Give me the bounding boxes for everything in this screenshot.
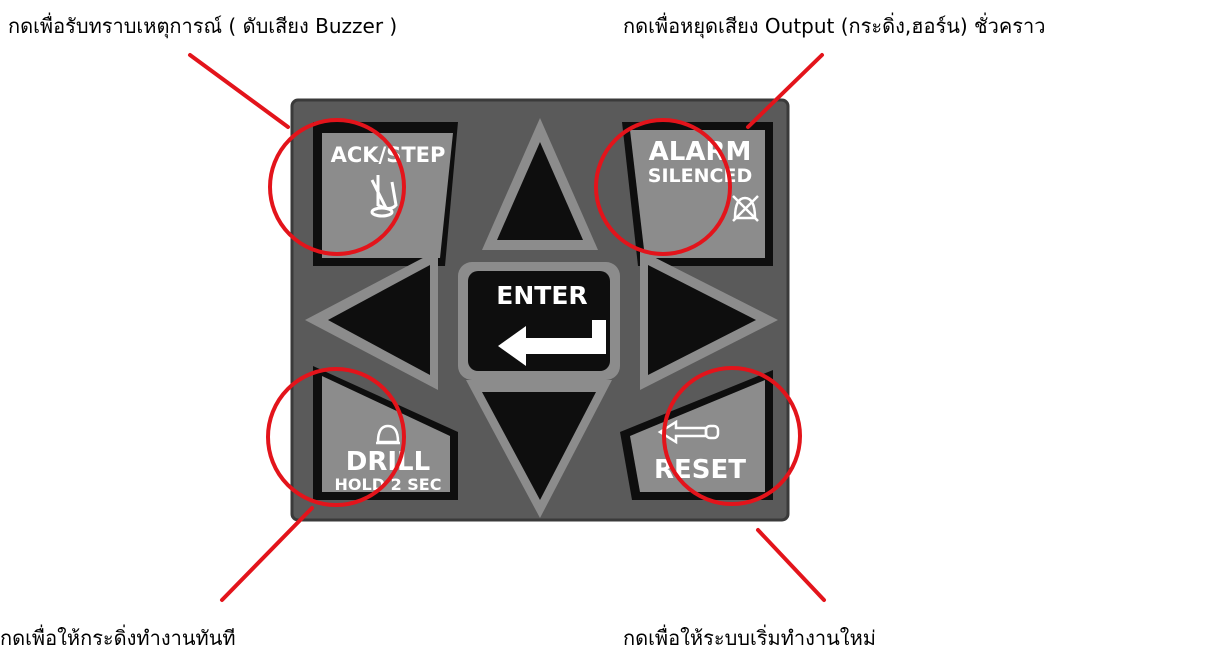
alarm-pointer-line	[746, 53, 824, 129]
drill-hold-label: HOLD 2 SEC	[335, 475, 442, 494]
alarm-silenced-annotation: กดเพื่อหยุดเสียง Output (กระดิ่ง,ฮอร์น) …	[623, 14, 1046, 38]
alarm-label: ALARM	[649, 137, 752, 167]
ack-step-button[interactable]: ACK/STEP	[313, 122, 458, 266]
enter-button[interactable]: ENTER	[458, 262, 620, 380]
drill-pointer-line	[220, 506, 314, 602]
drill-button[interactable]: DRILL HOLD 2 SEC	[313, 366, 458, 500]
enter-arrow-icon	[498, 320, 606, 366]
highlight-rings	[266, 118, 802, 507]
right-arrow-button[interactable]	[640, 250, 778, 390]
reset-pointer-line	[756, 528, 826, 602]
alarm-silenced-button[interactable]: ALARM SILENCED	[622, 122, 773, 266]
down-arrow-button[interactable]	[466, 380, 612, 518]
left-arrow-button[interactable]	[305, 250, 438, 390]
alarm-highlight-ring	[594, 118, 732, 256]
ack-step-label: ACK/STEP	[331, 143, 446, 167]
reset-highlight-ring	[662, 366, 802, 506]
reset-arrow-icon	[657, 419, 720, 445]
bell-crossed-icon	[732, 195, 759, 222]
drill-label: DRILL	[346, 447, 430, 477]
buzzer-silence-icon	[370, 175, 398, 218]
up-arrow-button[interactable]	[482, 118, 598, 250]
reset-button[interactable]: RESET	[620, 370, 773, 500]
drill-annotation: กดเพื่อให้กระดิ่งทำงานทันที	[0, 626, 236, 650]
bell-icon	[376, 424, 400, 445]
enter-label: ENTER	[496, 281, 587, 310]
pointer-lines	[188, 53, 826, 602]
reset-annotation: กดเพื่อให้ระบบเริ่มทำงานใหม่	[623, 626, 876, 650]
drill-highlight-ring	[266, 367, 406, 507]
ack-annotation: กดเพื่อรับทราบเหตุการณ์ ( ดับเสียง Buzze…	[8, 14, 398, 38]
silenced-label: SILENCED	[648, 165, 752, 187]
ack-highlight-ring	[268, 118, 406, 256]
ack-pointer-line	[188, 53, 290, 129]
